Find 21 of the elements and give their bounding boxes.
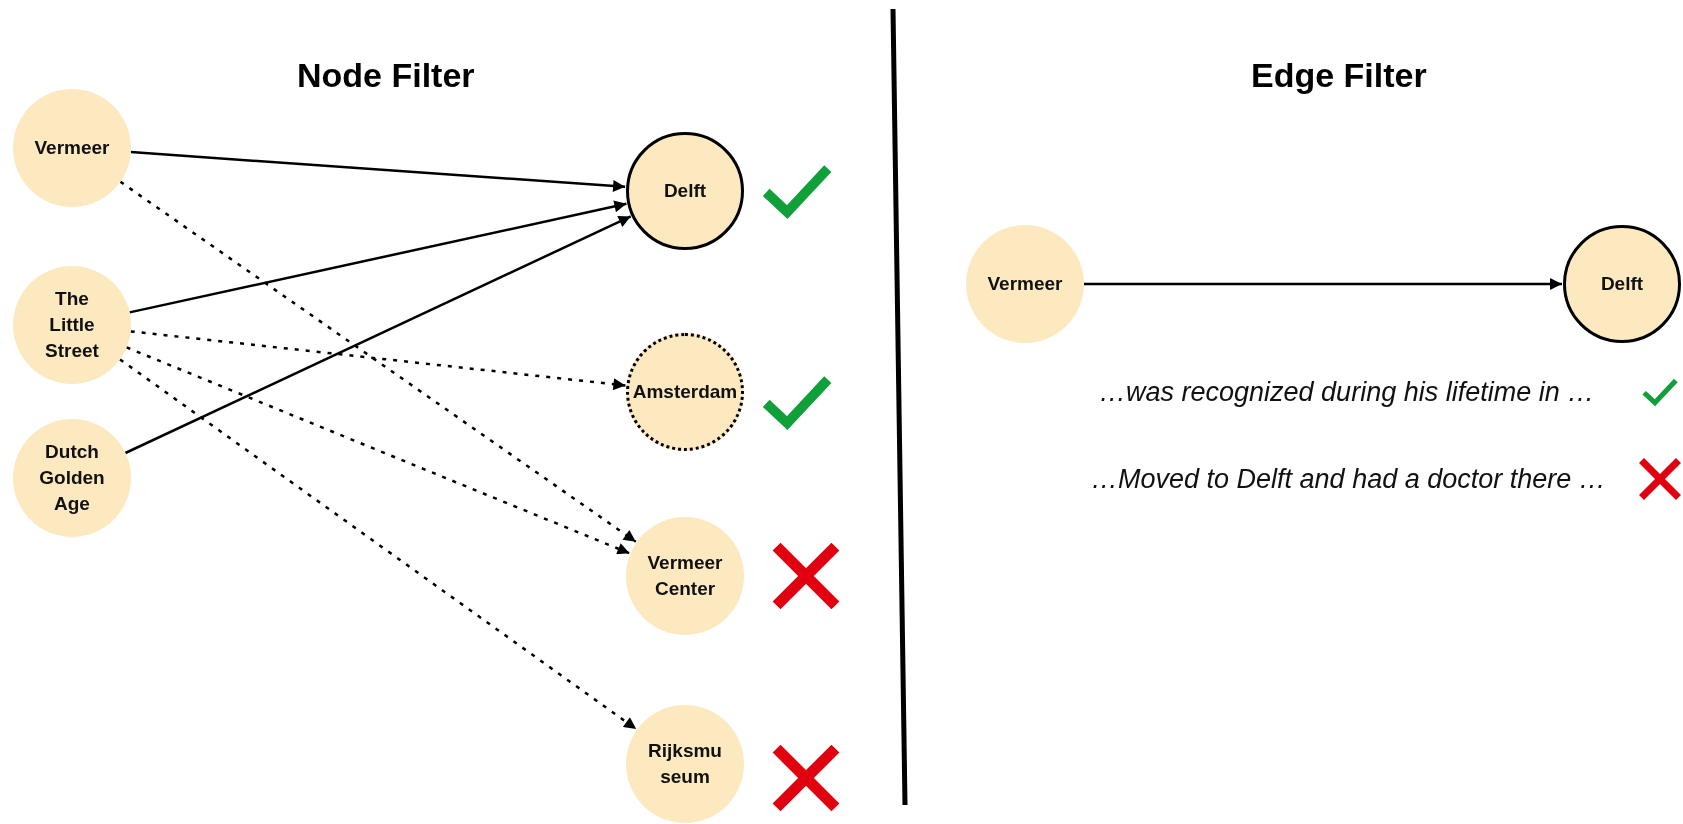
arrow [126,346,630,555]
circle-node: Rijksmu seum [626,705,744,823]
arrow [119,180,637,543]
arrow [124,215,632,455]
sentence: …Moved to Delft and had a doctor there … [1091,463,1606,495]
circle-node: Amsterdam [626,333,744,451]
circle-node: Delft [626,132,744,250]
circle-node: Vermeer Center [626,517,744,635]
circle-node: Vermeer [13,89,131,207]
circle-node: Delft [1563,225,1681,343]
arrow [129,200,627,314]
arrow [130,330,626,391]
circle-node: The Little Street [13,266,131,384]
arrow [119,358,637,731]
arrow [1084,278,1562,290]
circle-node: Vermeer [966,225,1084,343]
panel-title: Node Filter [297,55,475,95]
panel-title: Edge Filter [1251,55,1427,95]
circle-node: Dutch Golden Age [13,419,131,537]
sentence: …was recognized during his lifetime in … [1099,376,1595,408]
arrow [130,150,626,192]
